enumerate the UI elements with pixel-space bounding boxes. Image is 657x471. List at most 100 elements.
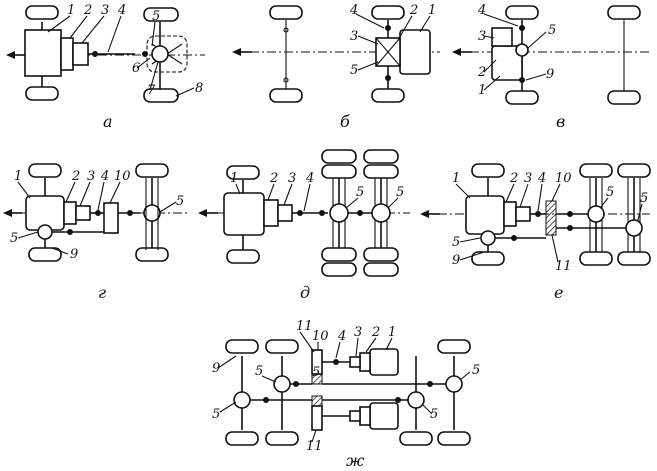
differential [445, 375, 463, 393]
clutch [359, 406, 371, 426]
engine [223, 192, 265, 236]
gearbox [349, 356, 361, 368]
wheel [437, 431, 471, 446]
label-11: 11 [306, 439, 323, 454]
label-5: 5 [472, 363, 480, 378]
clutch [359, 352, 371, 372]
label-5: 5 [255, 364, 263, 379]
label-7: 7 [147, 83, 156, 98]
caption-d: д [300, 283, 310, 302]
label-3: 3 [350, 29, 358, 44]
wheel [363, 247, 399, 262]
label-9: 9 [452, 253, 460, 268]
label-5: 5 [640, 191, 648, 206]
label-3: 3 [101, 3, 109, 18]
label-1: 1 [230, 171, 238, 186]
wheel [25, 5, 59, 20]
label-1: 1 [478, 83, 486, 98]
wheel [505, 90, 539, 105]
scheme-g: 1 2 3 4 10 5 5 9 г [3, 163, 190, 302]
scheme-v: 4 5 3 2 1 9 в [452, 3, 650, 131]
label-2: 2 [477, 65, 486, 80]
wheel [471, 251, 505, 266]
wheel [321, 164, 357, 179]
label-5: 5 [606, 185, 614, 200]
transfer-case [545, 200, 557, 236]
label-5: 5 [452, 235, 460, 250]
wheel [321, 262, 357, 277]
label-4: 4 [337, 329, 346, 344]
differential [329, 203, 349, 223]
differential [151, 45, 169, 63]
wheel [269, 5, 303, 20]
label-3: 3 [354, 325, 362, 340]
front-differential [37, 224, 53, 240]
label-4: 4 [305, 171, 314, 186]
wheel [363, 164, 399, 179]
wheel [617, 251, 651, 266]
wheel [471, 163, 505, 178]
rear-differential [143, 204, 161, 222]
label-1: 1 [67, 3, 75, 18]
label-2: 2 [509, 171, 518, 186]
label-5: 5 [152, 9, 160, 24]
wheel [321, 149, 357, 164]
differential [273, 375, 291, 393]
wheel [225, 431, 259, 446]
label-3: 3 [288, 171, 296, 186]
label-5: 5 [548, 23, 556, 38]
label-5: 5 [176, 194, 184, 209]
wheel [363, 149, 399, 164]
differential [515, 43, 529, 57]
wheel [225, 339, 259, 354]
label-5: 5 [430, 407, 438, 422]
differential [371, 203, 391, 223]
clutch [503, 201, 517, 227]
label-1: 1 [388, 325, 396, 340]
label-4: 4 [477, 3, 486, 18]
label-5: 5 [312, 365, 320, 380]
label-9: 9 [212, 361, 220, 376]
caption-v: в [556, 112, 565, 131]
engine [465, 195, 505, 235]
wheel [265, 339, 299, 354]
wheel [607, 90, 641, 105]
label-6: 6 [132, 61, 140, 76]
label-1: 1 [452, 171, 460, 186]
differential [587, 205, 605, 223]
label-11: 11 [555, 259, 572, 274]
differential [407, 391, 425, 409]
gearbox [75, 205, 91, 221]
caption-a: а [103, 112, 113, 131]
label-5: 5 [350, 63, 358, 78]
label-5: 5 [10, 231, 18, 246]
label-2: 2 [269, 171, 278, 186]
label-10: 10 [114, 169, 131, 184]
label-9: 9 [546, 67, 554, 82]
caption-e: е [554, 283, 563, 302]
clutch [63, 201, 77, 225]
wheel [579, 163, 613, 178]
wheel [607, 5, 641, 20]
transfer-case [103, 202, 119, 234]
wheel [143, 7, 179, 22]
wheel [363, 262, 399, 277]
label-10: 10 [555, 171, 572, 186]
wheel [399, 431, 433, 446]
differential [233, 391, 251, 409]
wheel [226, 165, 260, 180]
label-2: 2 [71, 169, 80, 184]
label-3: 3 [478, 29, 486, 44]
label-3: 3 [524, 171, 532, 186]
engine [369, 402, 399, 430]
engine [24, 29, 62, 77]
scheme-a: 1 2 3 4 5 6 7 8 а [6, 3, 205, 131]
transfer-case [311, 405, 323, 431]
engine [369, 348, 399, 376]
scheme-e: 1 2 3 4 10 5 5 5 9 11 е [420, 163, 651, 302]
label-10: 10 [312, 329, 329, 344]
label-5: 5 [356, 185, 364, 200]
label-5: 5 [212, 407, 220, 422]
gearbox [277, 204, 293, 222]
wheel [135, 163, 169, 178]
